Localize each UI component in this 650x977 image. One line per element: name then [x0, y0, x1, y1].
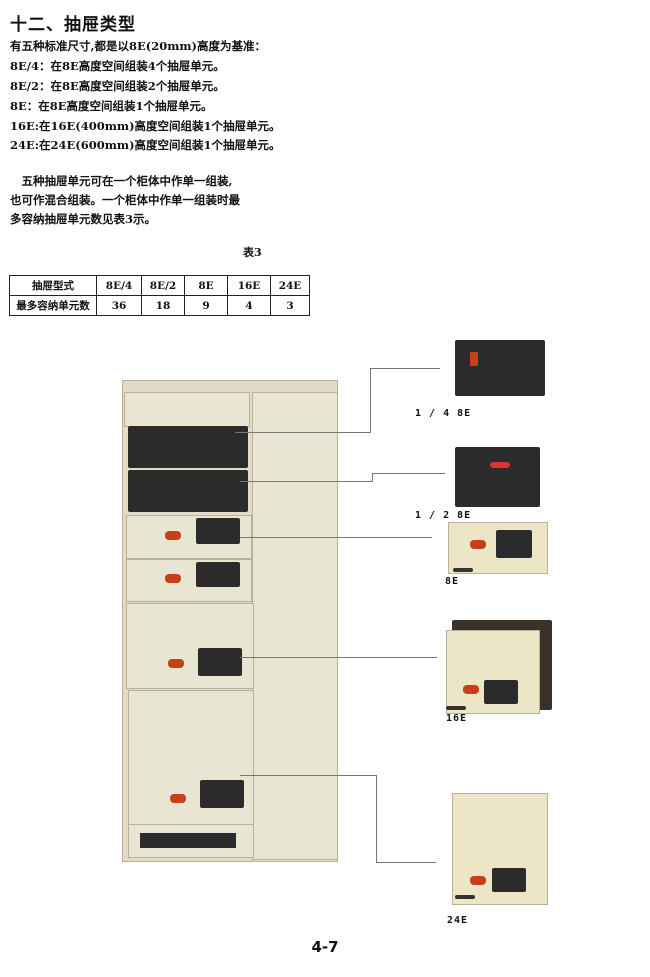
text-line: 8E/2：在8E高度空间组装2个抽屉单元。 — [10, 79, 225, 93]
table-cell: 8E/2 — [141, 275, 185, 296]
table-cell: 9 — [184, 295, 228, 316]
text-line: 8E/4：在8E高度空间组装4个抽屉单元。 — [10, 59, 225, 73]
drawer-label: 1 / 2 8E — [415, 510, 472, 521]
paragraph-line: 五种抽屉单元可在一个柜体中作单一组装, — [10, 174, 233, 188]
table-cell: 最多容纳单元数 — [9, 295, 97, 316]
table-caption: 表3 — [243, 246, 262, 259]
table-row: 最多容纳单元数 36 18 9 4 3 — [9, 295, 310, 316]
table-cell: 18 — [141, 295, 185, 316]
text-line: 16E:在16E(400mm)高度空间组装1个抽屉单元。 — [10, 119, 281, 133]
paragraph-line: 也可作混合组装。一个柜体中作单一组装时最 — [10, 193, 240, 207]
table-cell: 8E — [184, 275, 228, 296]
text-line: 8E：在8E高度空间组装1个抽屉单元。 — [10, 99, 213, 113]
drawer-label: 1 / 4 8E — [415, 408, 472, 419]
table-header-row: 抽屉型式 8E/4 8E/2 8E 16E 24E — [9, 275, 310, 296]
table-cell: 3 — [270, 295, 310, 316]
table-cell: 36 — [96, 295, 142, 316]
text-line: 有五种标准尺寸,都是以8E(20mm)高度为基准： — [10, 39, 266, 53]
table-cell: 24E — [270, 275, 310, 296]
drawer-label: 16E — [446, 713, 468, 724]
paragraph-line: 多容纳抽屉单元数见表3示。 — [10, 212, 157, 226]
table-cell: 16E — [227, 275, 271, 296]
drawer-capacity-table: 抽屉型式 8E/4 8E/2 8E 16E 24E 最多容纳单元数 36 18 … — [9, 275, 310, 316]
drawer-label: 8E — [445, 576, 460, 587]
table-cell: 4 — [227, 295, 271, 316]
text-line: 24E:在24E(600mm)高度空间组装1个抽屉单元。 — [10, 138, 281, 152]
drawer-label: 24E — [447, 915, 469, 926]
table-cell: 抽屉型式 — [9, 275, 97, 296]
table-cell: 8E/4 — [96, 275, 142, 296]
page-number: 4-7 — [311, 938, 339, 956]
section-title: 十二、抽屉类型 — [10, 15, 136, 35]
